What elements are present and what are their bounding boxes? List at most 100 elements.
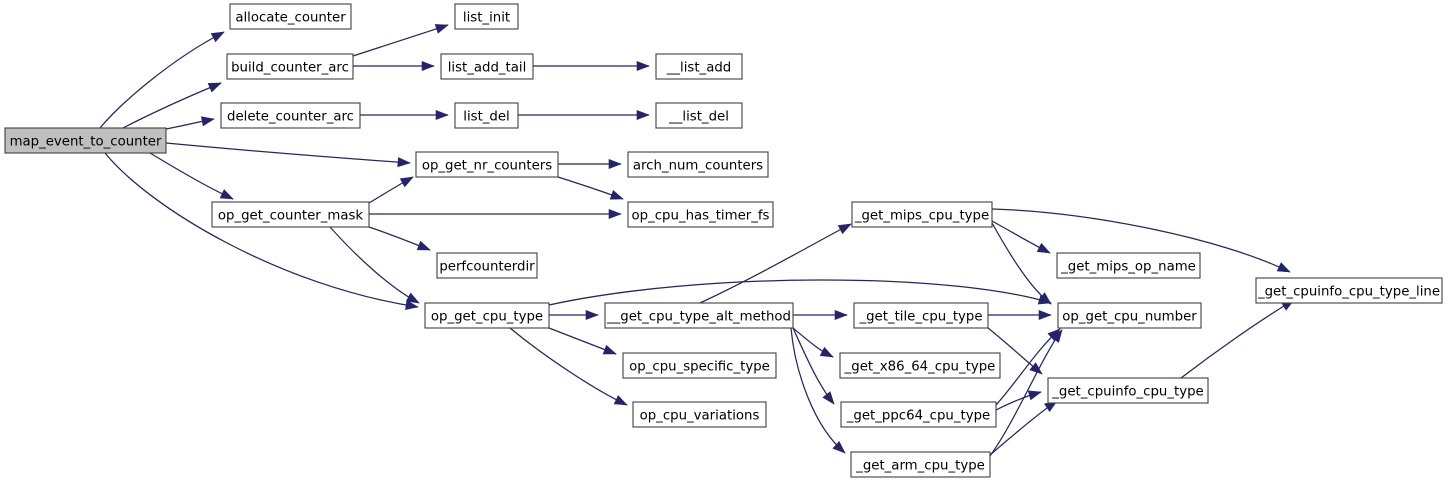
edge-map_event_to_counter-to-op_get_cpu_type	[104, 152, 419, 311]
edge-arrowhead	[609, 190, 624, 200]
node-_get_cpuinfo_cpu_type_line[interactable]: _get_cpuinfo_cpu_type_line	[1255, 277, 1443, 304]
node-layer: map_event_to_counter allocate_counterbuil…	[4, 3, 1443, 478]
node-_get_mips_op_name[interactable]: _get_mips_op_name	[1056, 252, 1201, 279]
node-_get_ppc64_cpu_type[interactable]: _get_ppc64_cpu_type	[840, 401, 997, 428]
node-box[interactable]	[1057, 302, 1202, 329]
node-delete_counter_arc[interactable]: delete_counter_arc	[220, 102, 361, 129]
edge-arrowhead	[399, 176, 414, 188]
edge-__get_cpu_type_alt_method-to-_get_tile_cpu_type	[793, 309, 848, 321]
node-box[interactable]	[415, 151, 559, 178]
node-box[interactable]	[622, 352, 777, 379]
node-arch_num_counters[interactable]: arch_num_counters	[627, 151, 769, 178]
edge-op_get_counter_mask-to-op_cpu_has_timer_fs	[369, 208, 622, 220]
node-box[interactable]	[655, 53, 743, 80]
node-box[interactable]	[229, 3, 352, 30]
node-label: arch_num_counters	[633, 159, 763, 174]
node-box[interactable]	[853, 302, 989, 329]
edge-delete_counter_arc-to-list_del	[360, 109, 449, 121]
node-label: op_cpu_has_timer_fs	[632, 209, 770, 224]
node-list_init[interactable]: list_init	[454, 3, 519, 30]
node-perfcounterdir[interactable]: perfcounterdir	[436, 252, 538, 279]
edge-arrowhead	[405, 292, 420, 304]
edge-arrowhead	[837, 223, 852, 235]
node-allocate_counter[interactable]: allocate_counter	[229, 3, 352, 30]
edge-__get_cpu_type_alt_method-to-_get_ppc64_cpu_type	[792, 327, 835, 405]
node-op_cpu_variations[interactable]: op_cpu_variations	[632, 401, 767, 428]
node-_get_tile_cpu_type[interactable]: _get_tile_cpu_type	[853, 302, 989, 329]
node-__get_cpu_type_alt_method[interactable]: __get_cpu_type_alt_method	[604, 302, 794, 329]
edge-list_add_tail-to-__list_add	[533, 60, 650, 72]
edge-op_get_cpu_type-to-op_cpu_specific_type	[548, 327, 617, 355]
node-label: list_add_tail	[448, 61, 527, 76]
edge-map_event_to_counter-to-build_counter_arc	[122, 82, 222, 129]
node-label: list_init	[463, 11, 510, 26]
node-label: op_get_counter_mask	[218, 209, 364, 224]
node-box[interactable]	[604, 302, 794, 329]
node-box[interactable]	[436, 252, 538, 279]
edge-arrowhead	[602, 344, 617, 355]
node-box[interactable]	[851, 201, 993, 228]
node-label: allocate_counter	[235, 11, 346, 26]
node-label: _get_tile_cpu_type	[858, 310, 982, 325]
edge-arrowhead	[1276, 262, 1291, 273]
node-list_add_tail[interactable]: list_add_tail	[440, 53, 534, 80]
edge-_get_tile_cpu_type-to-op_get_cpu_number	[988, 309, 1052, 321]
node-__list_add[interactable]: __list_add	[655, 53, 743, 80]
node-box[interactable]	[454, 3, 519, 30]
node-label: op_get_cpu_type	[431, 310, 543, 325]
node-box[interactable]	[840, 401, 997, 428]
node-_get_x86_64_cpu_type[interactable]: _get_x86_64_cpu_type	[839, 352, 1001, 379]
node-label: _get_cpuinfo_cpu_type_line	[1257, 285, 1440, 300]
node-op_cpu_specific_type[interactable]: op_cpu_specific_type	[622, 352, 777, 379]
node-box[interactable]	[1047, 377, 1209, 404]
node-op_get_counter_mask[interactable]: op_get_counter_mask	[211, 201, 370, 228]
node-label: _get_x86_64_cpu_type	[844, 360, 996, 375]
node-list_del[interactable]: list_del	[454, 102, 519, 129]
node-box[interactable]	[839, 352, 1001, 379]
node-_get_mips_cpu_type[interactable]: _get_mips_cpu_type	[851, 201, 993, 228]
node-box[interactable]	[1255, 277, 1443, 304]
node-label: op_cpu_variations	[640, 409, 760, 424]
node-op_get_nr_counters[interactable]: op_get_nr_counters	[415, 151, 559, 178]
node-label: _get_mips_op_name	[1060, 260, 1196, 275]
node-op_cpu_has_timer_fs[interactable]: op_cpu_has_timer_fs	[627, 201, 774, 228]
node-label: _get_cpuinfo_cpu_type	[1051, 385, 1203, 400]
node-box[interactable]	[440, 53, 534, 80]
edge-arrowhead	[832, 441, 846, 454]
edge-arrowhead	[435, 109, 449, 121]
node-box[interactable]	[220, 102, 361, 129]
node-box[interactable]	[226, 53, 354, 80]
node-__list_del[interactable]: __list_del	[655, 102, 743, 129]
node-_get_arm_cpu_type[interactable]: _get_arm_cpu_type	[850, 451, 991, 478]
node-box[interactable]	[1056, 252, 1201, 279]
edge-op_get_nr_counters-to-op_cpu_has_timer_fs	[557, 176, 624, 200]
edge-arrowhead	[405, 300, 419, 311]
node-box[interactable]	[627, 201, 774, 228]
edge-arrowhead	[1038, 292, 1052, 305]
node-label: _get_ppc64_cpu_type	[846, 409, 990, 424]
node-label: __get_cpu_type_alt_method	[606, 310, 791, 325]
edge-map_event_to_counter-to-op_get_counter_mask	[149, 152, 234, 200]
node-box[interactable]	[454, 102, 519, 129]
node-box[interactable]	[424, 302, 550, 329]
node-map_event_to_counter[interactable]: map_event_to_counter	[4, 127, 167, 154]
edge-op_get_cpu_type-to-op_get_cpu_number	[548, 279, 1052, 306]
edge-arrowhead	[608, 158, 622, 170]
edge-_get_arm_cpu_type-to-_get_cpuinfo_cpu_type	[989, 400, 1058, 456]
node-box[interactable]	[850, 451, 991, 478]
node-build_counter_arc[interactable]: build_counter_arc	[226, 53, 354, 80]
node-op_get_cpu_number[interactable]: op_get_cpu_number	[1057, 302, 1202, 329]
node-box[interactable]	[627, 151, 769, 178]
edge-op_get_counter_mask-to-op_get_cpu_type	[329, 226, 420, 304]
edge-arrowhead	[636, 109, 650, 121]
node-box[interactable]	[655, 102, 743, 129]
node-box[interactable]	[4, 127, 167, 154]
node-box[interactable]	[632, 401, 767, 428]
edge-__get_cpu_type_alt_method-to-_get_x86_64_cpu_type	[792, 327, 834, 358]
node-op_get_cpu_type[interactable]: op_get_cpu_type	[424, 302, 550, 329]
node-box[interactable]	[211, 201, 370, 228]
node-label: op_cpu_specific_type	[629, 360, 770, 375]
node-_get_cpuinfo_cpu_type[interactable]: _get_cpuinfo_cpu_type	[1047, 377, 1209, 404]
edge-__get_cpu_type_alt_method-to-_get_mips_cpu_type	[699, 223, 852, 304]
edge-arrowhead	[1038, 309, 1052, 321]
